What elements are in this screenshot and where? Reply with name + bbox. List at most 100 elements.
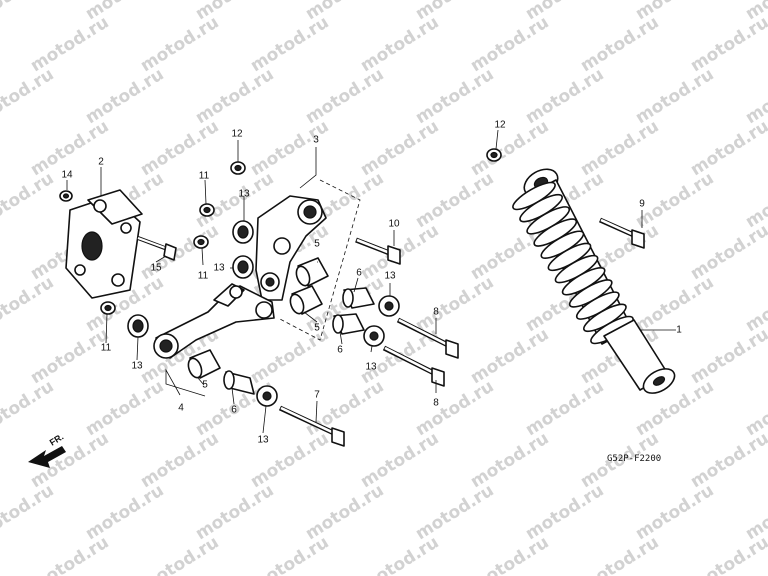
- part-shock-absorber-1: [512, 168, 676, 394]
- part-seal-13f: [256, 385, 278, 407]
- callout-11a: 11: [199, 171, 210, 182]
- part-nut-11a: [199, 203, 215, 217]
- part-bolt-9: [598, 217, 645, 249]
- callout-13d: 13: [384, 271, 396, 282]
- diagram-code: G52P-F2200: [607, 454, 661, 464]
- callout-9: 9: [639, 199, 645, 210]
- watermark-text: motod.ru: [27, 532, 112, 576]
- watermark-text: motod.ru: [412, 376, 497, 440]
- part-bolt-8b: [382, 345, 445, 387]
- group-outline-3: [277, 179, 361, 341]
- callout-12a: 12: [231, 129, 243, 140]
- watermark-text: motod.ru: [247, 532, 332, 576]
- watermark-text: motod.ru: [247, 324, 332, 388]
- callout-6b: 6: [337, 345, 343, 356]
- watermark-text: motod.ru: [0, 116, 3, 180]
- callout-13a: 13: [238, 189, 250, 200]
- callout-13f: 13: [257, 435, 269, 446]
- callout-5a: 5: [314, 239, 320, 250]
- watermark-text: motod.ru: [687, 116, 768, 180]
- watermark-text: motod.ru: [357, 12, 442, 76]
- part-link-arm-3: [255, 195, 327, 301]
- callout-4: 4: [178, 403, 184, 414]
- callout-13b: 13: [213, 263, 225, 274]
- watermark-text: motod.ru: [137, 220, 222, 284]
- watermark-text: motod.ru: [0, 220, 3, 284]
- part-bracket-plate: [65, 189, 143, 299]
- part-collar-5c: [187, 349, 221, 379]
- watermark-text: motod.ru: [467, 324, 552, 388]
- callout-6c: 6: [231, 405, 237, 416]
- watermark-text: motod.ru: [467, 12, 552, 76]
- watermark-text: motod.ru: [687, 532, 768, 576]
- watermark-text: motod.ru: [632, 168, 717, 232]
- part-bolt-7: [278, 405, 345, 447]
- part-nut-14: [59, 190, 73, 202]
- part-seal-13a: [232, 220, 254, 244]
- watermark-text: motod.ru: [357, 428, 442, 492]
- watermark-text: motod.ru: [632, 480, 717, 544]
- watermark-text: motod.ru: [632, 272, 717, 336]
- part-nut-11b: [193, 235, 209, 249]
- part-nut-11c: [100, 301, 116, 315]
- watermark-text: motod.ru: [742, 168, 768, 232]
- watermark-text: motod.ru: [302, 480, 387, 544]
- part-bolt-8a: [396, 317, 459, 359]
- callout-3: 3: [313, 135, 319, 146]
- watermark-text: motod.ru: [27, 324, 112, 388]
- part-seal-13e: [363, 325, 385, 347]
- watermark-text: motod.ru: [687, 428, 768, 492]
- callout-labels: 1 2 3 4 5 5 5 6 6 6 7 8 8 9 10 11 11 11 …: [61, 120, 682, 446]
- front-marker-label: FR.: [48, 432, 66, 448]
- part-collar-6c: [223, 370, 255, 395]
- watermark-text: motod.ru: [0, 324, 3, 388]
- part-collar-6a: [342, 287, 375, 309]
- part-collar-5b: [289, 285, 323, 315]
- watermark-text: motod.ru: [0, 0, 58, 24]
- watermark-text: motod.ru: [632, 64, 717, 128]
- spring-coils: [512, 181, 634, 345]
- watermark-text: motod.ru: [0, 428, 3, 492]
- watermark-text: motod.ru: [522, 376, 607, 440]
- callout-13e: 13: [365, 362, 377, 373]
- leader-lines: [66, 129, 676, 434]
- watermark-text: motod.ru: [577, 12, 662, 76]
- watermark-text: motod.ru: [412, 168, 497, 232]
- watermark-text: motod.ru: [302, 64, 387, 128]
- part-seal-13d: [378, 295, 400, 317]
- watermark-text: motod.ru: [0, 532, 3, 576]
- watermark-text: motod.ru: [467, 532, 552, 576]
- part-nut-12a: [230, 161, 246, 175]
- watermark-text: motod.ru: [82, 376, 167, 440]
- watermark-text: motod.ru: [687, 324, 768, 388]
- watermark-text: motod.ru: [522, 64, 607, 128]
- callout-10: 10: [388, 219, 400, 230]
- watermark-text: motod.ru: [687, 12, 768, 76]
- watermark-text: motod.ru: [247, 116, 332, 180]
- watermark-text: motod.ru: [0, 272, 58, 336]
- watermark-text: motod.ru: [0, 376, 58, 440]
- watermark-text: motod.ru: [0, 480, 58, 544]
- watermark-text: motod.ru: [742, 64, 768, 128]
- callout-1: 1: [676, 325, 682, 336]
- watermark-text: motod.ru: [137, 116, 222, 180]
- callout-2: 2: [98, 157, 104, 168]
- watermark-text: motod.ru: [0, 168, 58, 232]
- watermark-text: motod.ru: [137, 532, 222, 576]
- watermark-text: motod.ru: [357, 532, 442, 576]
- watermark-text: motod.ru: [247, 12, 332, 76]
- watermark-text: motod.ru: [742, 480, 768, 544]
- callout-5b: 5: [314, 323, 320, 334]
- callout-5c: 5: [202, 380, 208, 391]
- callout-6a: 6: [356, 268, 362, 279]
- watermark-text: motod.ru: [412, 64, 497, 128]
- part-lower-link-4: [153, 283, 275, 359]
- part-nut-12b: [486, 148, 502, 162]
- callout-13c: 13: [131, 361, 143, 372]
- watermark-text: motod.ru: [687, 220, 768, 284]
- watermark-text: motod.ru: [0, 64, 58, 128]
- watermark-text: motod.ru: [577, 116, 662, 180]
- watermark-text: motod.ru: [137, 12, 222, 76]
- callout-8b: 8: [433, 398, 439, 409]
